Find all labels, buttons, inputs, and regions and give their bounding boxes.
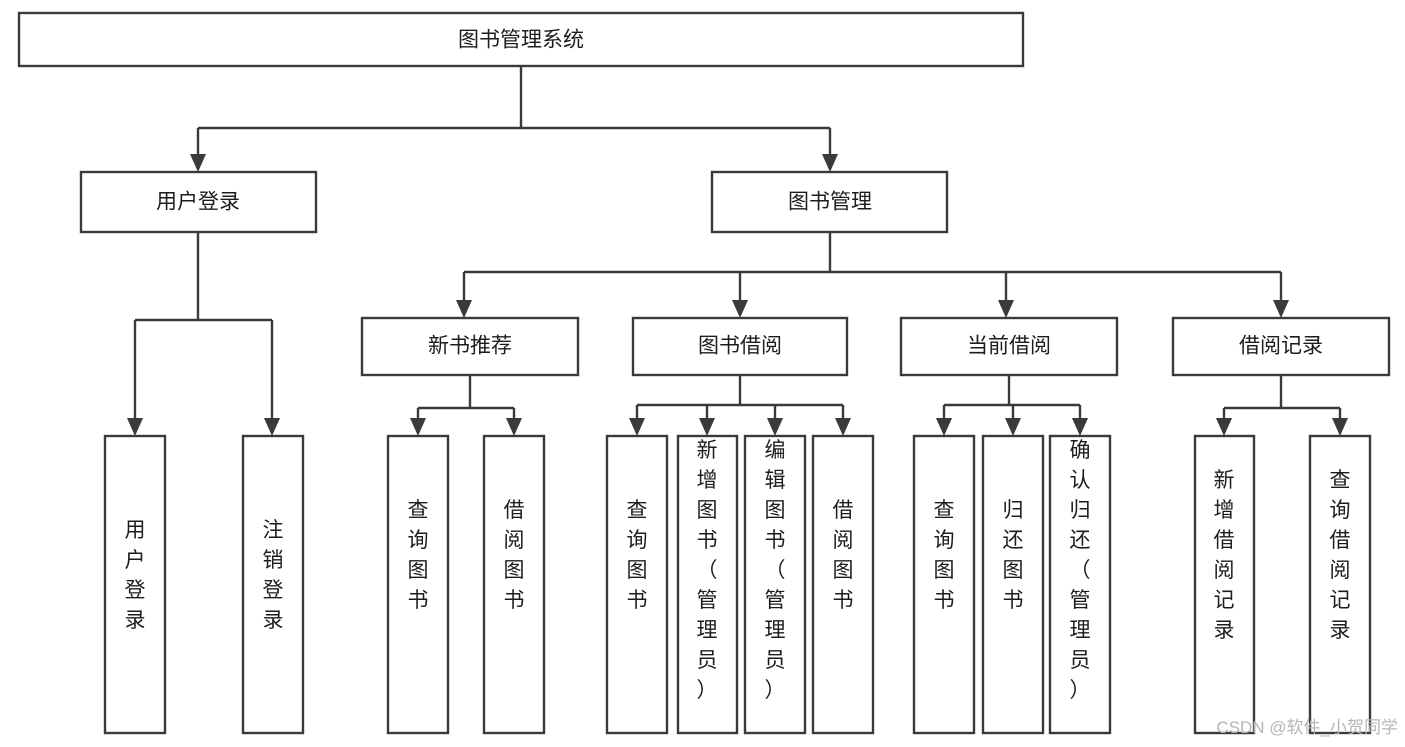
arrow-head-leaf-borrow-book-2	[835, 418, 851, 436]
leaf-node-borrow-book-1-box[interactable]	[482, 434, 546, 735]
arrow-head-leaf-add-record	[1216, 418, 1232, 436]
node-current-borrow[interactable]: 当前借阅	[899, 316, 1119, 377]
connector-group-new-book-recommend	[410, 375, 522, 436]
arrow-head-leaf-query-record	[1332, 418, 1348, 436]
leaf-node-edit-book-label: 编辑图书（管理员）	[765, 439, 786, 702]
leaf-node-confirm-return-label: 确认归还（管理员）	[1070, 439, 1091, 702]
leaf-node-query-record[interactable]: 查询借阅记录	[1308, 434, 1372, 735]
leaf-node-borrow-book-1-label: 借阅图书	[504, 499, 525, 612]
leaf-node-logout-login-box[interactable]	[241, 434, 305, 735]
leaf-node-return-book-box[interactable]	[981, 434, 1045, 735]
node-root[interactable]: 图书管理系统	[17, 11, 1025, 68]
node-user-login-label: 用户登录	[156, 191, 240, 214]
leaf-node-query-book-2-box[interactable]	[605, 434, 669, 735]
leaf-node-user-login-label: 用户登录	[125, 519, 146, 632]
csdn-watermark: CSDN @软件_小贺同学	[1216, 718, 1398, 737]
leaf-node-add-record-box[interactable]	[1193, 434, 1256, 735]
node-new-book-recommend-box[interactable]	[360, 316, 580, 377]
leaf-node-add-record[interactable]: 新增借阅记录	[1193, 434, 1256, 735]
connector-group-book-manage	[456, 232, 1289, 318]
arrow-head-book-borrow	[732, 300, 748, 318]
connector-group-root	[190, 66, 838, 172]
node-new-book-recommend-label: 新书推荐	[428, 335, 512, 358]
connector-group-current-borrow	[936, 375, 1088, 436]
arrow-head-leaf-borrow-book-1	[506, 418, 522, 436]
leaf-node-user-login-box[interactable]	[103, 434, 167, 735]
leaf-node-confirm-return-box[interactable]	[1048, 434, 1112, 735]
node-book-manage-box[interactable]	[710, 170, 949, 234]
leaf-node-query-book-3-label: 查询图书	[934, 499, 955, 612]
node-book-borrow[interactable]: 图书借阅	[631, 316, 849, 377]
node-new-book-recommend[interactable]: 新书推荐	[360, 316, 580, 377]
leaf-node-edit-book-box[interactable]	[743, 434, 807, 735]
node-current-borrow-box[interactable]	[899, 316, 1119, 377]
leaf-node-query-book-1[interactable]: 查询图书	[386, 434, 450, 735]
node-user-login[interactable]: 用户登录	[79, 170, 318, 234]
arrow-head-leaf-return-book	[1005, 418, 1021, 436]
node-current-borrow-label: 当前借阅	[967, 335, 1051, 358]
arrow-head-current-borrow	[998, 300, 1014, 318]
leaf-node-add-book-box[interactable]	[676, 434, 739, 735]
arrow-head-leaf-logout-login	[264, 418, 280, 436]
leaf-node-confirm-return[interactable]: 确认归还（管理员）	[1048, 434, 1112, 735]
connector-group-user-login	[127, 232, 280, 436]
leaf-node-query-book-2[interactable]: 查询图书	[605, 434, 669, 735]
leaf-node-query-record-box[interactable]	[1308, 434, 1372, 735]
leaf-node-return-book-label: 归还图书	[1003, 499, 1024, 612]
leaf-node-logout-login[interactable]: 注销登录	[241, 434, 305, 735]
node-book-manage[interactable]: 图书管理	[710, 170, 949, 234]
node-borrow-record[interactable]: 借阅记录	[1171, 316, 1391, 377]
leaf-node-edit-book[interactable]: 编辑图书（管理员）	[743, 434, 807, 735]
node-root-box[interactable]	[17, 11, 1025, 68]
leaf-node-query-book-1-box[interactable]	[386, 434, 450, 735]
leaf-node-add-record-label: 新增借阅记录	[1214, 469, 1235, 642]
leaf-node-query-book-1-label: 查询图书	[408, 499, 429, 612]
node-user-login-box[interactable]	[79, 170, 318, 234]
leaf-node-return-book[interactable]: 归还图书	[981, 434, 1045, 735]
leaf-node-borrow-book-2[interactable]: 借阅图书	[811, 434, 875, 735]
leaf-node-query-book-3-box[interactable]	[912, 434, 976, 735]
arrow-head-leaf-query-book-2	[629, 418, 645, 436]
arrow-head-leaf-user-login	[127, 418, 143, 436]
arrow-head-leaf-edit-book	[767, 418, 783, 436]
arrow-head-new-book-recommend	[456, 300, 472, 318]
node-book-borrow-label: 图书借阅	[698, 335, 782, 358]
leaf-node-borrow-book-1[interactable]: 借阅图书	[482, 434, 546, 735]
arrow-head-leaf-query-book-1	[410, 418, 426, 436]
arrow-head-leaf-query-book-3	[936, 418, 952, 436]
leaf-node-logout-login-label: 注销登录	[263, 519, 284, 632]
arrow-head-book-manage	[822, 154, 838, 172]
leaf-node-borrow-book-2-box[interactable]	[811, 434, 875, 735]
leaf-node-add-book[interactable]: 新增图书（管理员）	[676, 434, 739, 735]
arrow-head-leaf-add-book	[699, 418, 715, 436]
leaf-node-user-login[interactable]: 用户登录	[103, 434, 167, 735]
leaf-node-query-book-3[interactable]: 查询图书	[912, 434, 976, 735]
node-borrow-record-label: 借阅记录	[1239, 335, 1323, 358]
arrow-head-user-login	[190, 154, 206, 172]
leaf-node-add-book-label: 新增图书（管理员）	[697, 439, 718, 702]
leaf-node-query-record-label: 查询借阅记录	[1330, 469, 1351, 642]
connector-group-book-borrow	[629, 375, 851, 436]
arrow-head-leaf-confirm-return	[1072, 418, 1088, 436]
connector-group-borrow-record	[1216, 375, 1348, 436]
node-book-manage-label: 图书管理	[788, 191, 872, 214]
leaf-node-borrow-book-2-label: 借阅图书	[833, 499, 854, 612]
leaf-node-query-book-2-label: 查询图书	[627, 499, 648, 612]
node-book-borrow-box[interactable]	[631, 316, 849, 377]
node-root-label: 图书管理系统	[458, 29, 584, 52]
arrow-head-borrow-record	[1273, 300, 1289, 318]
node-borrow-record-box[interactable]	[1171, 316, 1391, 377]
